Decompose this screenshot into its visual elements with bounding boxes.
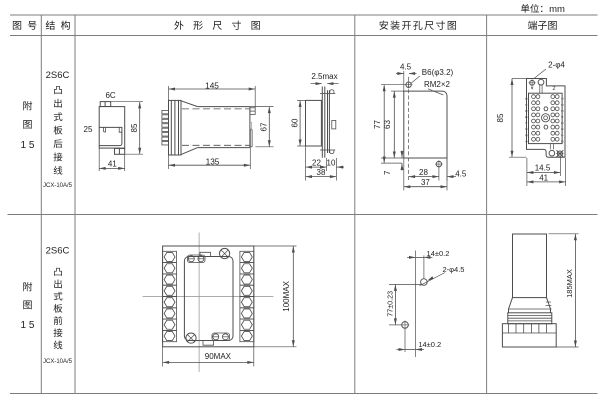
svg-text:6C: 6C — [105, 91, 115, 100]
svg-text:67: 67 — [260, 122, 269, 131]
svg-text:14±0.2: 14±0.2 — [427, 249, 450, 258]
svg-text:2: 2 — [552, 86, 555, 92]
svg-text:B6(φ3.2): B6(φ3.2) — [422, 68, 454, 77]
svg-text:1 5: 1 5 — [21, 320, 35, 331]
svg-text:4: 4 — [560, 116, 564, 118]
svg-text:8: 8 — [560, 140, 564, 142]
svg-text:4: 4 — [525, 122, 529, 124]
svg-text:mm: mm — [549, 4, 565, 15]
svg-text:63: 63 — [383, 120, 392, 129]
svg-text:1: 1 — [560, 98, 564, 100]
svg-text:14±0.2: 14±0.2 — [418, 340, 441, 349]
svg-text:JCX-10A/5: JCX-10A/5 — [43, 183, 73, 189]
svg-text:JCX-10A/5: JCX-10A/5 — [43, 359, 73, 365]
svg-text:3: 3 — [560, 110, 564, 112]
svg-text:2: 2 — [525, 134, 529, 136]
svg-text:41: 41 — [108, 159, 117, 168]
svg-text:5: 5 — [560, 122, 564, 124]
svg-text:10: 10 — [327, 158, 336, 167]
svg-text:4.5: 4.5 — [455, 169, 467, 178]
svg-text:37: 37 — [421, 178, 430, 187]
svg-text:7: 7 — [383, 170, 392, 175]
svg-text:85: 85 — [130, 123, 139, 132]
svg-text:2: 2 — [560, 104, 564, 106]
svg-text:RM2×2: RM2×2 — [424, 80, 451, 89]
svg-text:185MAX: 185MAX — [565, 269, 574, 298]
svg-text:14.5: 14.5 — [535, 164, 551, 173]
svg-text:6: 6 — [525, 110, 529, 112]
svg-text:2-φ4.5: 2-φ4.5 — [443, 265, 465, 274]
svg-text:4.5: 4.5 — [400, 62, 412, 71]
svg-text:6: 6 — [560, 128, 564, 130]
svg-text:41: 41 — [539, 173, 548, 182]
svg-text:2S6C: 2S6C — [46, 246, 70, 257]
svg-text:5: 5 — [525, 116, 529, 118]
svg-text:2-φ4: 2-φ4 — [548, 61, 565, 70]
svg-text:7: 7 — [560, 134, 564, 136]
svg-text:25: 25 — [84, 125, 93, 134]
svg-text:145: 145 — [205, 81, 219, 91]
svg-text:1: 1 — [525, 140, 529, 142]
svg-text:7: 7 — [525, 104, 529, 106]
svg-text:77: 77 — [373, 120, 382, 129]
svg-text:22: 22 — [312, 158, 321, 167]
svg-text:100MAX: 100MAX — [282, 280, 291, 311]
svg-text:60: 60 — [290, 118, 299, 127]
svg-text:90MAX: 90MAX — [205, 352, 232, 361]
svg-text:1 5: 1 5 — [21, 140, 35, 151]
svg-text:28: 28 — [419, 168, 428, 177]
svg-text:8: 8 — [525, 98, 529, 100]
svg-text:77±0.23: 77±0.23 — [385, 291, 394, 317]
svg-text:85: 85 — [496, 113, 505, 122]
svg-text:2.5max: 2.5max — [311, 72, 337, 81]
svg-text:2S6C: 2S6C — [46, 70, 70, 81]
svg-text:38: 38 — [317, 168, 326, 177]
svg-text:135: 135 — [206, 157, 220, 167]
svg-text:3: 3 — [525, 128, 529, 130]
